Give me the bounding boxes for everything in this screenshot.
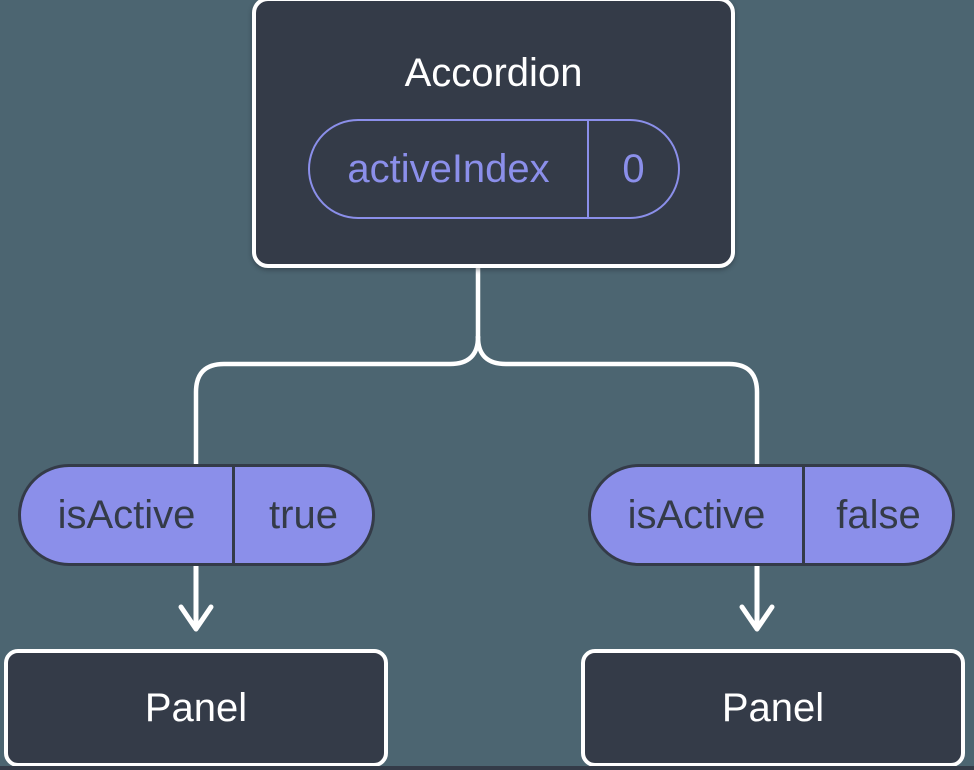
arrow-down-icon bbox=[739, 563, 775, 632]
arrow-down-icon bbox=[178, 563, 214, 632]
panel-node-left: Panel bbox=[4, 649, 388, 767]
prop-pill-right: isActive false bbox=[588, 464, 955, 566]
prop-pill-left: isActive true bbox=[18, 464, 375, 566]
connector-left-branch bbox=[193, 334, 481, 469]
accordion-node: Accordion activeIndex 0 bbox=[252, 0, 735, 268]
prop-value: false bbox=[836, 492, 921, 537]
component-title: Panel bbox=[721, 685, 825, 730]
prop-value: true bbox=[269, 492, 338, 537]
bottom-edge-strip bbox=[0, 766, 974, 770]
state-name: activeIndex bbox=[310, 121, 589, 217]
connector-right-branch bbox=[475, 334, 760, 469]
prop-name: isActive bbox=[591, 467, 805, 563]
panel-node-right: Panel bbox=[581, 649, 965, 767]
component-title: Panel bbox=[144, 685, 248, 730]
state-pill: activeIndex 0 bbox=[308, 119, 680, 219]
state-value: 0 bbox=[622, 146, 645, 191]
component-title: Accordion bbox=[404, 51, 583, 95]
prop-name: isActive bbox=[21, 467, 235, 563]
